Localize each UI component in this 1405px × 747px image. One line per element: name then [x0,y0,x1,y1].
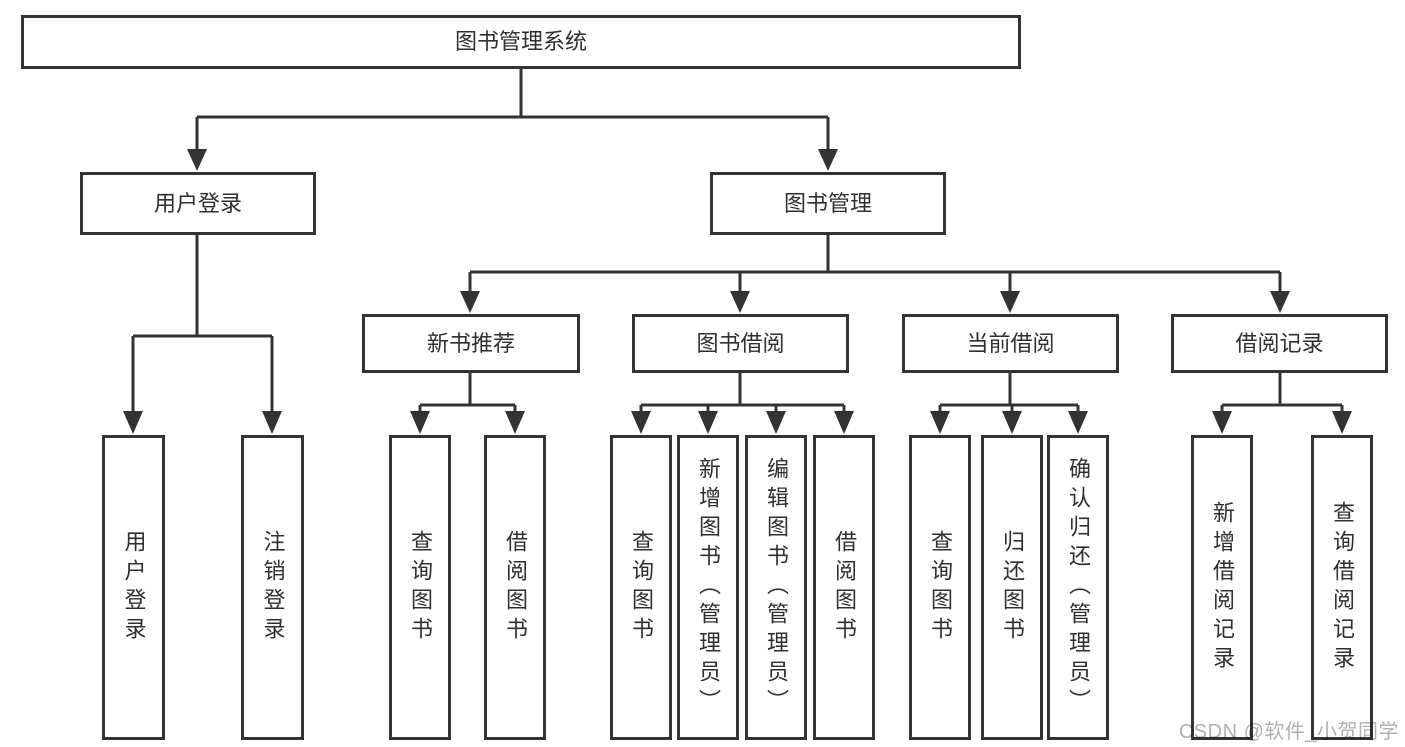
leaf-label: 用户登录 [121,529,147,646]
leaf-borrow-books: 借阅图书 [813,435,875,740]
leaf-label: 新增图书（管理员） [696,457,721,718]
leaf-label: 查询图书 [928,529,953,646]
leaf-label: 借阅图书 [503,529,528,646]
leaf-label: 查询借阅记录 [1330,500,1355,675]
leaf-label: 新增借阅记录 [1210,500,1235,675]
leaf-query-books-recommend: 查询图书 [389,435,451,740]
leaf-confirm-return-admin: 确认归还（管理员） [1047,435,1109,740]
node-user-login: 用户登录 [80,172,316,235]
leaf-borrow-books-recommend: 借阅图书 [484,435,546,740]
leaf-add-book-admin: 新增图书（管理员） [677,435,739,740]
leaf-label: 编辑图书（管理员） [764,457,789,718]
node-borrow-records: 借阅记录 [1171,314,1388,373]
leaf-query-books-current: 查询图书 [909,435,971,740]
node-root: 图书管理系统 [21,15,1021,69]
leaf-label: 查询图书 [629,529,654,646]
leaf-label: 借阅图书 [832,529,857,646]
leaf-label: 查询图书 [408,529,433,646]
leaf-label: 确认归还（管理员） [1066,457,1091,718]
node-book-management: 图书管理 [710,172,946,235]
leaf-edit-book-admin: 编辑图书（管理员） [745,435,807,740]
leaf-query-books-borrow: 查询图书 [610,435,672,740]
csdn-watermark: CSDN @软件_小贺同学 [1178,721,1399,743]
node-book-borrow: 图书借阅 [632,314,849,373]
leaf-user-login: 用户登录 [102,435,165,740]
node-current-borrow: 当前借阅 [902,314,1119,373]
node-new-book-recommend: 新书推荐 [362,314,580,373]
leaf-return-book: 归还图书 [981,435,1043,740]
leaf-label: 注销登录 [260,529,286,646]
leaf-query-borrow-record: 查询借阅记录 [1311,435,1373,740]
leaf-logout: 注销登录 [241,435,304,740]
leaf-label: 归还图书 [1000,529,1025,646]
leaf-add-borrow-record: 新增借阅记录 [1191,435,1253,740]
